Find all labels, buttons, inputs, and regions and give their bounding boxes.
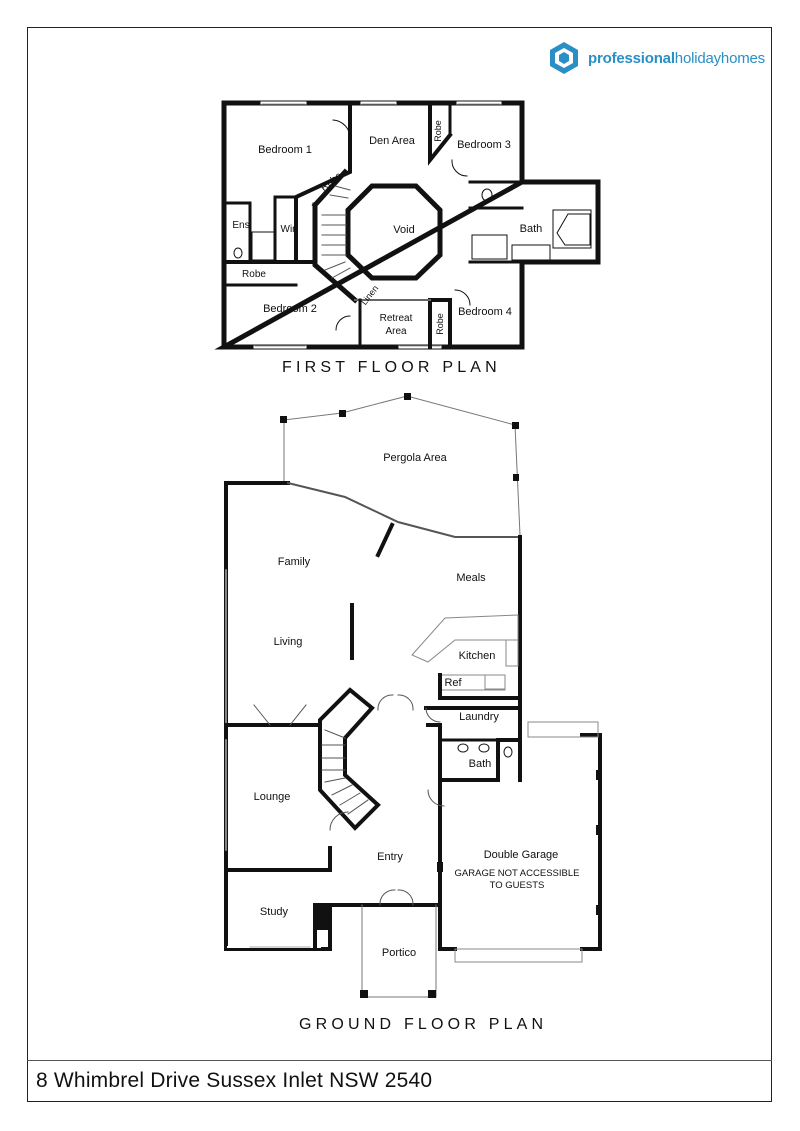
- room-family: Family: [278, 556, 311, 568]
- room-robe-2: Robe: [242, 269, 266, 280]
- first-floor-plan: [214, 100, 601, 350]
- room-den-area: Den Area: [369, 135, 416, 147]
- room-retreat-line2: Area: [385, 326, 407, 337]
- ground-floor-plan: [224, 393, 602, 998]
- room-double-garage: Double Garage: [484, 849, 559, 861]
- room-robe-4: Robe: [435, 313, 445, 335]
- room-linen: Linen: [359, 283, 380, 307]
- brand-name: professionalholidayhomes: [588, 50, 765, 67]
- room-portico: Portico: [382, 947, 416, 959]
- page-frame: [27, 27, 772, 1102]
- room-lounge: Lounge: [254, 791, 291, 803]
- garage-note-line1: GARAGE NOT ACCESSIBLE: [455, 868, 580, 879]
- room-robe-3: Robe: [433, 120, 443, 142]
- room-bedroom-1: Bedroom 1: [258, 144, 312, 156]
- room-bath-ground: Bath: [469, 758, 492, 770]
- hexagon-house-icon: [550, 42, 578, 74]
- brand-logo: professionalholidayhomes: [546, 40, 765, 76]
- room-study: Study: [260, 906, 289, 918]
- room-wir: Wir: [281, 224, 297, 235]
- room-ref: Ref: [444, 677, 462, 689]
- property-address: 8 Whimbrel Drive Sussex Inlet NSW 2540: [36, 1069, 433, 1092]
- garage-note-line2: TO GUESTS: [490, 880, 545, 891]
- ground-floor-labels: Pergola Area Family Meals Living Kitchen…: [254, 452, 580, 959]
- room-ens: Ens: [232, 220, 249, 231]
- room-living: Living: [274, 636, 303, 648]
- room-meals: Meals: [456, 572, 486, 584]
- room-bedroom-2: Bedroom 2: [263, 303, 317, 315]
- room-entry: Entry: [377, 851, 403, 863]
- first-floor-labels: Bedroom 1 Den Area Robe Bedroom 3 Robe V…: [232, 120, 542, 337]
- brand-name-bold: professional: [588, 49, 675, 67]
- room-pergola-area: Pergola Area: [383, 452, 447, 464]
- room-retreat-line1: Retreat: [380, 313, 413, 324]
- room-kitchen: Kitchen: [459, 650, 496, 662]
- brand-name-light: holidayhomes: [674, 49, 765, 67]
- room-bedroom-4: Bedroom 4: [458, 306, 512, 318]
- ground-floor-title: GROUND FLOOR PLAN: [299, 1016, 548, 1033]
- room-laundry: Laundry: [459, 711, 499, 723]
- room-bath-first: Bath: [520, 223, 543, 235]
- first-floor-title: FIRST FLOOR PLAN: [282, 359, 501, 376]
- room-void: Void: [393, 224, 414, 236]
- address-divider: [27, 1060, 772, 1061]
- room-bedroom-3: Bedroom 3: [457, 139, 511, 151]
